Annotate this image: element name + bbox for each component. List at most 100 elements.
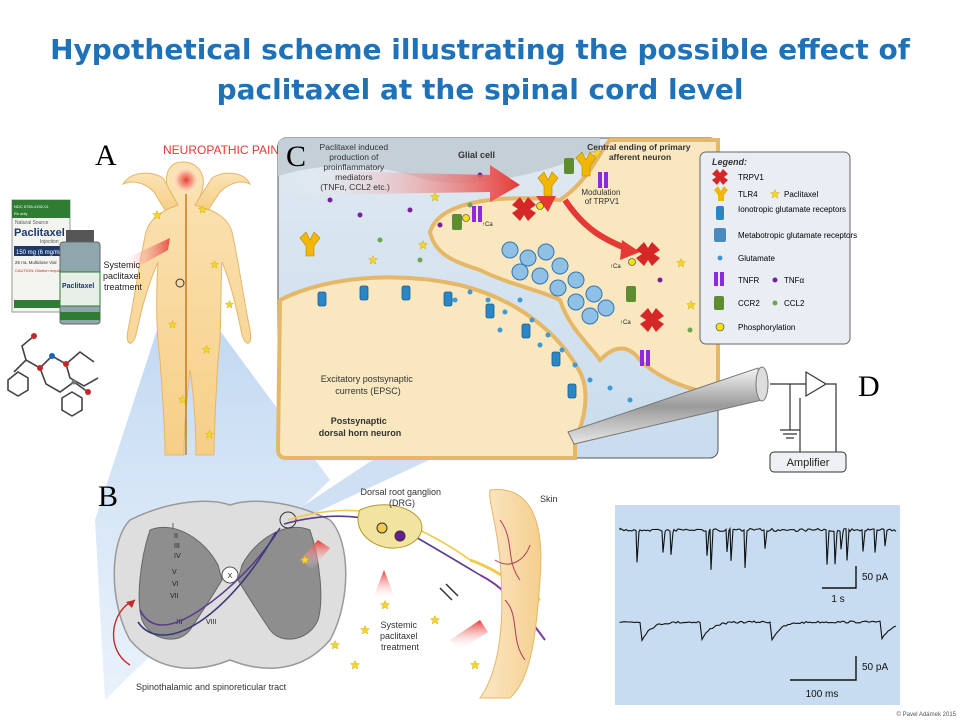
legend-glutamate: Glutamate bbox=[717, 254, 775, 263]
modulation-arrowhead-2 bbox=[536, 196, 556, 212]
svg-text:TNFα: TNFα bbox=[784, 276, 805, 285]
primary-afferent-ending bbox=[427, 138, 720, 398]
svg-text:Paclitaxel: Paclitaxel bbox=[62, 283, 94, 290]
drg-label: Dorsal root ganglion (DRG) bbox=[360, 487, 443, 508]
ionotropic-receptors bbox=[317, 285, 577, 399]
tlr4-receptors bbox=[299, 151, 597, 257]
svg-text:VI: VI bbox=[172, 581, 179, 588]
paclitaxel-vial-image: Paclitaxel bbox=[59, 230, 101, 325]
svg-text:V: V bbox=[172, 569, 177, 576]
ccr2-receptors bbox=[452, 158, 636, 302]
scale-1-amplitude: 50 pA bbox=[862, 572, 888, 583]
svg-text:III: III bbox=[174, 543, 180, 550]
copyright: © Pavel Adámek 2015 bbox=[897, 711, 957, 718]
pain-spot-icon bbox=[172, 166, 200, 194]
treatment-arrow-b3 bbox=[450, 620, 488, 650]
glutamate-icon bbox=[717, 255, 723, 261]
tract-label: Spinothalamic and spinoreticular tract bbox=[136, 682, 287, 692]
panel-d-letter: D bbox=[858, 370, 880, 403]
tlr4-icon bbox=[714, 186, 728, 201]
zoom-beam-b-to-c bbox=[282, 455, 440, 520]
zoom-beam-d bbox=[615, 505, 900, 705]
skin-section bbox=[479, 489, 542, 699]
svg-text:Ionotropic glutamate receptors: Ionotropic glutamate receptors bbox=[738, 205, 846, 214]
svg-text:25 mL Multidose Vial: 25 mL Multidose Vial bbox=[15, 260, 57, 265]
glial-cell-label: Glial cell bbox=[458, 150, 495, 160]
amplifier-box bbox=[769, 451, 847, 473]
title-line-2: paclitaxel at the spinal cord level bbox=[216, 73, 744, 106]
panel-c: C Paclitaxel induced production of proin… bbox=[275, 137, 857, 460]
svg-text:Paclitaxel: Paclitaxel bbox=[784, 190, 818, 199]
legend-title: Legend: bbox=[712, 157, 747, 167]
glial-cell-region bbox=[278, 138, 600, 183]
treatment-label-a: Systemic paclitaxel treatment bbox=[103, 260, 143, 292]
ccr2-icon bbox=[714, 296, 724, 310]
phosphorylation-marks bbox=[462, 202, 636, 266]
legend-box: Legend: TRPV1 TLR4 Paclitaxel Ionotropic… bbox=[699, 151, 857, 345]
svg-text:II: II bbox=[174, 533, 178, 540]
tnfr-icon bbox=[714, 272, 718, 286]
legend-tnfr: TNFR TNFα bbox=[714, 272, 805, 286]
amplifier-label: Amplifier bbox=[787, 457, 830, 469]
neuropathic-pain-heading: NEUROPATHIC PAIN bbox=[163, 143, 279, 157]
title-line-1: Hypothetical scheme illustrating the pos… bbox=[50, 33, 910, 66]
mediators-label: Paclitaxel induced production of proinfl… bbox=[320, 142, 391, 192]
legend-metabotropic: Metabotropic glutamate receptors bbox=[714, 228, 857, 242]
synaptic-vesicles bbox=[501, 241, 615, 325]
svg-text:CCL2: CCL2 bbox=[784, 299, 805, 308]
molecule-image bbox=[7, 333, 99, 417]
phosphorylation-icon bbox=[715, 322, 725, 332]
central-canal bbox=[221, 566, 239, 584]
modulation-label: Modulation of TRPV1 bbox=[581, 188, 622, 206]
panel-d-setup: Amplifier D bbox=[567, 366, 880, 473]
trpv1-receptors bbox=[512, 197, 664, 332]
postsynaptic-label: Postsynaptic dorsal horn neuron bbox=[319, 416, 402, 438]
epsc-trace-1s bbox=[619, 526, 897, 570]
mediator-release-arrow bbox=[290, 165, 520, 202]
treatment-arrow-a bbox=[118, 238, 170, 278]
svg-text:XI: XI bbox=[176, 619, 183, 626]
zoom-circle-b bbox=[279, 511, 297, 529]
svg-text:VII: VII bbox=[170, 593, 179, 600]
legend-trpv1: TRPV1 bbox=[712, 169, 764, 185]
ionotropic-icon bbox=[716, 206, 724, 220]
treatment-label-b: Systemic paclitaxel treatment bbox=[380, 620, 420, 652]
slide-title: Hypothetical scheme illustrating the pos… bbox=[0, 30, 960, 110]
central-ending-label: Central ending of primary afferent neuro… bbox=[587, 142, 693, 162]
epsc-trace-100ms bbox=[619, 620, 897, 643]
svg-text:Natural Source: Natural Source bbox=[15, 220, 49, 226]
svg-text:I: I bbox=[172, 523, 174, 530]
svg-text:TLR4: TLR4 bbox=[738, 190, 758, 199]
glutamate-dots bbox=[452, 289, 663, 413]
skin-label: Skin bbox=[540, 494, 558, 504]
epsc-label: Excitatory postsynaptic currents (EPSC) bbox=[321, 374, 416, 396]
scale-2-amplitude: 50 pA bbox=[862, 662, 888, 673]
lamina-x: X bbox=[228, 573, 233, 580]
svg-text:Metabotropic glutamate recepto: Metabotropic glutamate receptors bbox=[738, 231, 857, 240]
treatment-arrow-b2 bbox=[372, 570, 396, 600]
svg-text:CAUTION: Dilution required pri: CAUTION: Dilution required prior to IV u… bbox=[15, 268, 91, 273]
svg-text:TNFR: TNFR bbox=[738, 276, 760, 285]
drg-neuron-yellow bbox=[376, 522, 388, 534]
ccl2-icon bbox=[772, 300, 778, 306]
panel-b-letter: B bbox=[98, 480, 118, 513]
ground-symbol bbox=[780, 408, 800, 439]
panel-a-letter: A bbox=[95, 139, 117, 172]
svg-text:Paclitaxel: Paclitaxel bbox=[14, 227, 65, 239]
trpv1-icon bbox=[712, 169, 728, 185]
svg-text:150 mg (6 mg/mL): 150 mg (6 mg/mL) bbox=[16, 250, 65, 256]
svg-text:CCR2: CCR2 bbox=[738, 299, 760, 308]
panel-c-letter: C bbox=[286, 140, 306, 173]
postsynaptic-neuron bbox=[275, 275, 588, 460]
svg-text:Glutamate: Glutamate bbox=[738, 254, 775, 263]
svg-text:TRPV1: TRPV1 bbox=[738, 173, 764, 182]
drg-body bbox=[357, 504, 423, 549]
raised-arm-left bbox=[121, 172, 179, 211]
svg-text:Rx only: Rx only bbox=[14, 211, 27, 216]
lamina-labels: I II III IV V VI VII XI VIII bbox=[170, 523, 217, 626]
svg-text:Phosphorylation: Phosphorylation bbox=[738, 323, 795, 332]
zoom-circle-a bbox=[175, 278, 185, 288]
legend-ccr2: CCR2 CCL2 bbox=[714, 296, 805, 310]
cytokine-dots bbox=[327, 172, 693, 333]
